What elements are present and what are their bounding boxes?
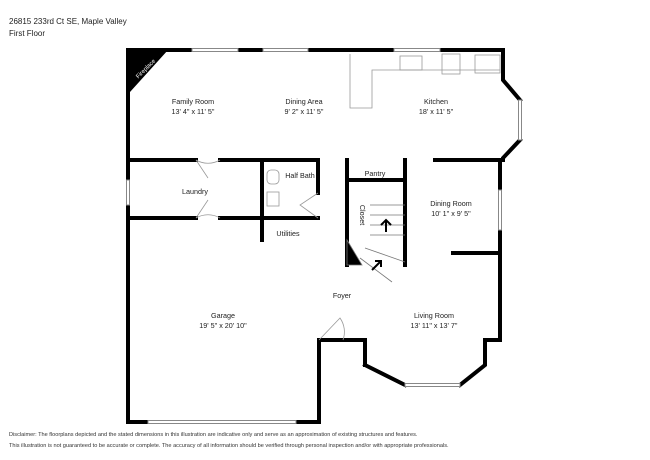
room-labels: Family Room 13' 4" x 11' 5" Dining Area … — [172, 97, 472, 330]
room-dining-room-name: Dining Room — [430, 199, 472, 208]
room-living-room-name: Living Room — [414, 311, 454, 320]
room-garage-dims: 19' 5" x 20' 10" — [199, 321, 247, 330]
room-garage-name: Garage — [211, 311, 235, 320]
fireplace: Fireplace — [128, 50, 168, 92]
room-laundry-name: Laundry — [182, 187, 208, 196]
room-pantry-name: Pantry — [365, 169, 386, 178]
room-dining-area-dims: 9' 2" x 11' 5" — [285, 107, 324, 116]
room-half-bath-name: Half Bath — [285, 171, 315, 180]
room-dining-room-dims: 10' 1" x 9' 5" — [431, 209, 471, 218]
disclaimer-line-2: This illustration is not guaranteed to b… — [9, 443, 449, 449]
room-dining-area-name: Dining Area — [285, 97, 322, 106]
floor-label: First Floor — [9, 29, 45, 38]
stairs — [346, 204, 406, 283]
disclaimer-line-1: Disclaimer: The floorplans depicted and … — [9, 432, 418, 438]
room-kitchen-dims: 18' x 11' 5" — [419, 107, 454, 116]
room-utilities-name: Utilities — [276, 229, 300, 238]
room-family-room-name: Family Room — [172, 97, 214, 106]
room-foyer-name: Foyer — [333, 291, 352, 300]
room-kitchen-name: Kitchen — [424, 97, 448, 106]
room-closet-name: Closet — [358, 205, 367, 225]
windows — [126, 48, 522, 424]
address: 26815 233rd Ct SE, Maple Valley — [9, 17, 127, 26]
doors — [195, 159, 345, 341]
kitchen-counter — [349, 53, 501, 109]
room-family-room-dims: 13' 4" x 11' 5" — [172, 107, 215, 116]
room-living-room-dims: 13' 11" x 13' 7" — [411, 321, 458, 330]
